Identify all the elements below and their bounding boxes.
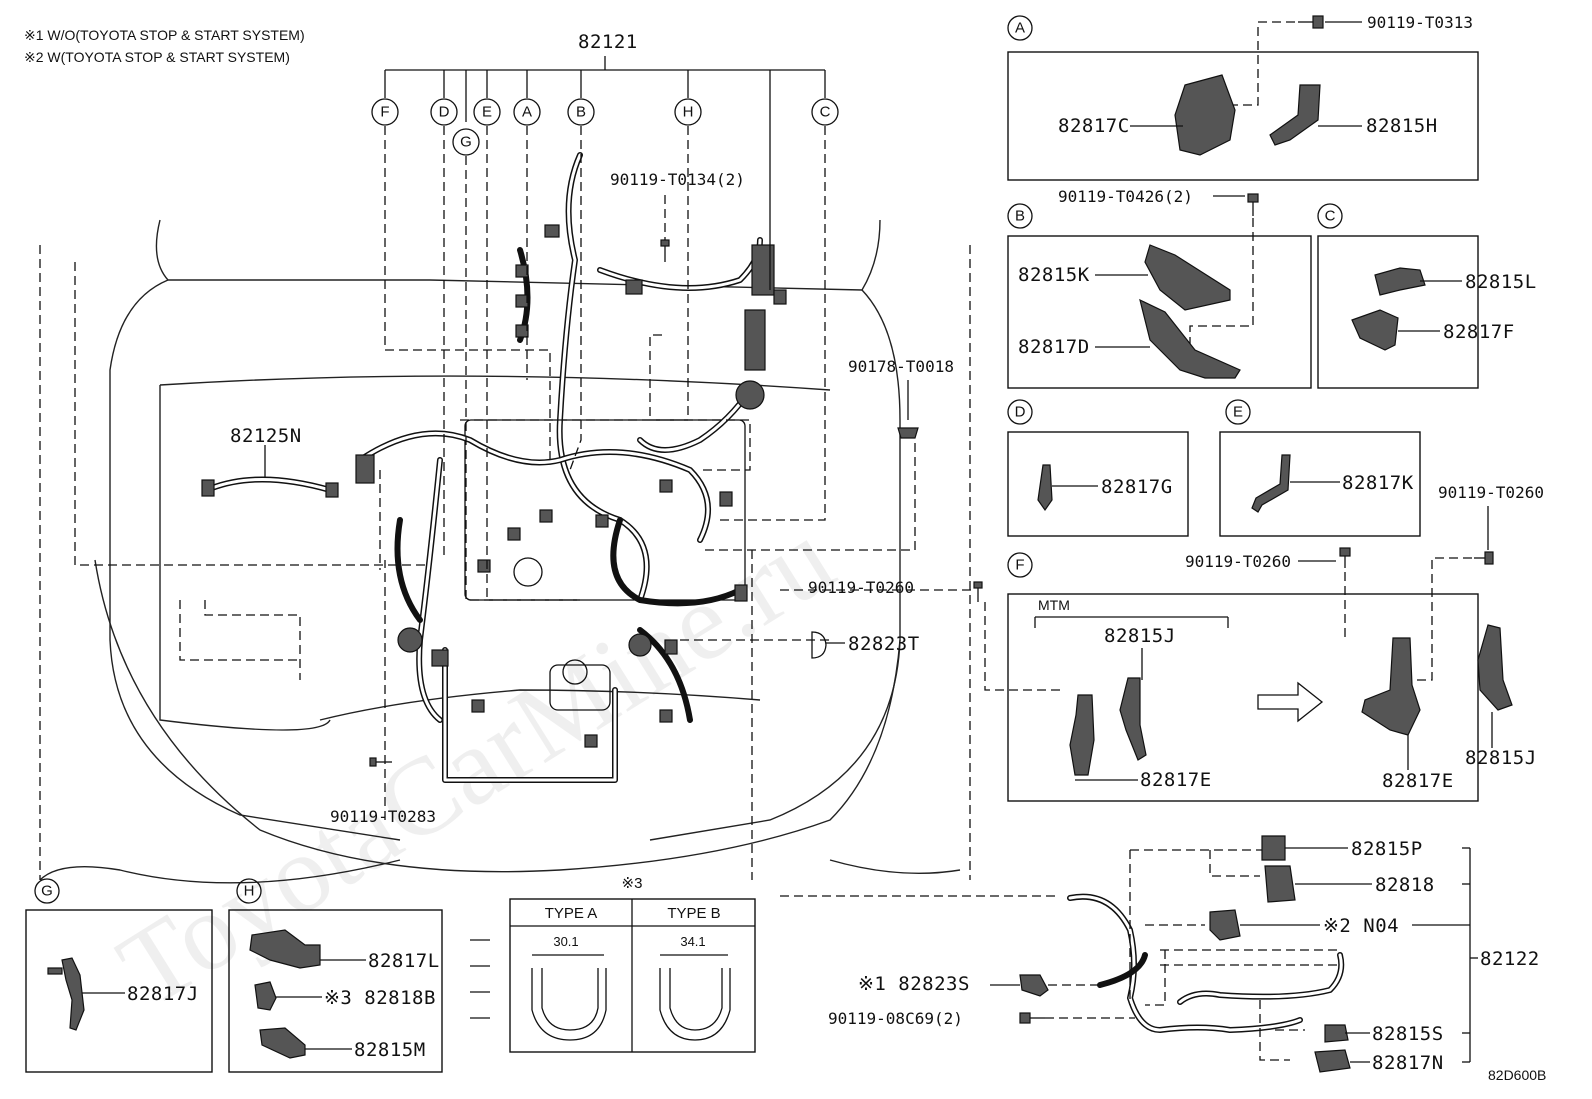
part-82817g: 82817G	[1101, 476, 1173, 498]
part-82817d: 82817D	[1018, 336, 1090, 358]
type-a-header: TYPE A	[545, 905, 598, 922]
grommet-82823t-icon	[811, 631, 827, 659]
detail-f-bolt-mid: 90119-T0260	[1185, 552, 1291, 571]
part-82817n: 82817N	[1372, 1052, 1444, 1074]
detail-d: D 82817G	[1007, 399, 1189, 537]
note-1: ※1 W/O(TOYOTA STOP & START SYSTEM)	[24, 27, 305, 43]
detail-c: C 82815L 82817F	[1317, 203, 1537, 389]
harness-82125n	[201, 445, 339, 498]
part-82818b: ※3 82818B	[324, 987, 436, 1009]
detail-e: E 82817K	[1219, 399, 1421, 537]
type-b-header: TYPE B	[667, 905, 720, 922]
callout-h: H	[683, 104, 694, 121]
part-82817k: 82817K	[1342, 472, 1414, 494]
sub-harness-82122: 82815P 82818 ※2 N04 ※1 82823S 90119-08C6…	[780, 835, 1540, 1074]
figure-code: 82D600B	[1488, 1067, 1546, 1083]
detail-g-letter: G	[41, 883, 53, 900]
detail-f-letter: F	[1015, 557, 1024, 574]
part-82815l: 82815L	[1465, 271, 1537, 293]
callout-leaders	[379, 126, 975, 880]
label-bolt-t0283: 90119-T0283	[330, 807, 436, 826]
detail-b-letter: B	[1015, 208, 1025, 225]
part-82815h: 82815H	[1366, 115, 1438, 137]
bolt-icon	[1298, 15, 1324, 29]
type-a-dimension: 30.1	[553, 934, 578, 949]
main-harness-82121	[355, 152, 787, 783]
part-82817f: 82817F	[1443, 321, 1515, 343]
part-82815p: 82815P	[1351, 838, 1423, 860]
engine-bay-outline	[39, 219, 971, 884]
callout-d: D	[439, 104, 450, 121]
part-82817l: 82817L	[368, 950, 440, 972]
main-callout-circles: F D G E A B H C	[371, 98, 839, 156]
mtm-label: MTM	[1038, 597, 1070, 613]
part-82823s: ※1 82823S	[858, 973, 970, 995]
callout-bracket-82121: 82121	[384, 31, 826, 290]
part-82817e-right: 82817E	[1382, 770, 1454, 792]
part-82815j-left: 82815J	[1104, 625, 1176, 647]
part-82815j-right: 82815J	[1465, 747, 1537, 769]
bolt-icon	[1339, 547, 1351, 568]
part-82815k: 82815K	[1018, 264, 1090, 286]
clamp-icon	[897, 427, 919, 439]
detail-g: G 82817J	[25, 878, 213, 1073]
detail-a: A 90119-T0313 82817C 82815H	[1007, 13, 1479, 181]
detail-f-bolt-right: 90119-T0260	[1438, 483, 1544, 502]
harness-number-82122: 82122	[1480, 948, 1540, 970]
bolt-icon	[1019, 1012, 1045, 1024]
detail-e-letter: E	[1233, 404, 1243, 421]
callout-g: G	[460, 134, 472, 151]
detail-a-bolt: 90119-T0313	[1367, 13, 1473, 32]
type-table: ※3 TYPE A TYPE B 30.1 34.1	[470, 875, 756, 1053]
arrow-right-icon	[1257, 681, 1324, 723]
part-n04: ※2 N04	[1323, 915, 1399, 937]
main-labels: 90119-T0134(2) 82125N 90178-T0018 90119-…	[230, 170, 983, 826]
detail-b-bolt: 90119-T0426(2)	[1058, 187, 1193, 206]
detail-b: B 90119-T0426(2) 82815K 82817D	[1007, 187, 1312, 389]
part-82818: 82818	[1375, 874, 1435, 896]
part-82817j: 82817J	[127, 983, 199, 1005]
callout-b: B	[576, 104, 586, 121]
detail-d-letter: D	[1015, 404, 1026, 421]
label-bolt-t0260-center: 90119-T0260	[808, 578, 914, 597]
label-bolt-t0134: 90119-T0134(2)	[610, 170, 745, 189]
label-82823t: 82823T	[848, 633, 920, 655]
label-clamp-t0018: 90178-T0018	[848, 357, 954, 376]
part-82815s: 82815S	[1372, 1023, 1444, 1045]
bolt-icon	[369, 757, 392, 767]
bolt-icon	[660, 239, 670, 262]
type-table-ref: ※3	[622, 875, 643, 892]
part-82817c: 82817C	[1058, 115, 1130, 137]
callout-e: E	[482, 104, 492, 121]
detail-h: H 82817L ※3 82818B 82815M	[228, 878, 443, 1073]
detail-a-letter: A	[1015, 20, 1025, 37]
callout-a: A	[522, 104, 532, 121]
part-82815m: 82815M	[354, 1039, 426, 1061]
callout-f: F	[380, 104, 389, 121]
label-82125n: 82125N	[230, 425, 302, 447]
type-b-dimension: 34.1	[680, 934, 705, 949]
bolt-08c69: 90119-08C69(2)	[828, 1009, 963, 1028]
bolt-icon	[1247, 193, 1259, 216]
bolt-icon	[1474, 551, 1494, 565]
part-82817e-left: 82817E	[1140, 769, 1212, 791]
detail-f: F 90119-T0260 90119-T0260 MTM 82815J 828…	[984, 483, 1544, 802]
bolt-icon	[973, 581, 983, 602]
note-2: ※2 W(TOYOTA STOP & START SYSTEM)	[24, 49, 290, 65]
detail-c-letter: C	[1325, 208, 1336, 225]
detail-h-letter: H	[244, 883, 255, 900]
callout-c: C	[820, 104, 831, 121]
harness-number-82121: 82121	[578, 31, 638, 53]
